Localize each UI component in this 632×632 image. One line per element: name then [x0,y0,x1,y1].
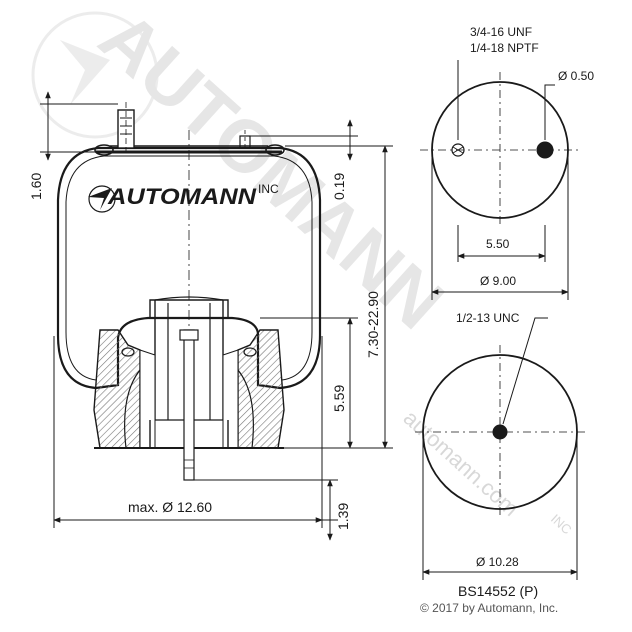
top-view [420,60,580,300]
dim-left-height: 1.60 [28,173,44,200]
top-diameter: Ø 9.00 [480,274,516,288]
piston-left-section [93,329,141,449]
side-view-labels: 1.60 0.19 7.30-22.90 5.59 1.39 max. Ø 12… [28,173,381,530]
center-bolt [183,329,195,481]
spacing: 5.50 [486,237,510,251]
bolt-hole [492,424,508,440]
part-number: BS14552 (P) [458,583,538,599]
air-spring-side-view [56,102,322,481]
watermark-suffix: INC [548,511,575,537]
dim-piston-height: 5.59 [331,385,347,412]
side-view-dimensions [40,91,393,541]
watermark-url: automann.com [399,405,524,521]
bottom-view [415,317,585,580]
watermark: AUTOMANN automann.com INC [31,0,575,537]
hole-diameter: Ø 0.50 [558,69,594,83]
dim-max-diameter: max. Ø 12.60 [128,499,212,515]
bellows-outline [56,146,322,390]
bottom-view-labels: 1/2-13 UNC Ø 10.28 [456,311,520,569]
copyright: © 2017 by Automann, Inc. [420,601,558,615]
dim-height-range: 7.30-22.90 [365,291,381,358]
logo-text: AUTOMANN [107,184,257,209]
automann-logo: AUTOMANN INC [88,182,279,213]
watermark-text: AUTOMANN [84,0,459,345]
thread-label-1: 3/4-16 UNF [470,25,532,39]
bottom-diameter: Ø 10.28 [476,555,519,569]
logo-suffix: INC [258,182,279,196]
dim-bottom: 1.39 [335,503,351,530]
top-view-labels: 3/4-16 UNF 1/4-18 NPTF Ø 0.50 5.50 Ø 9.0… [470,25,594,288]
piston-right-section [237,329,285,449]
bottom-thread-label: 1/2-13 UNC [456,311,520,325]
air-fitting-hole [536,141,554,159]
dim-top-offset: 0.19 [331,173,347,200]
thread-label-2: 1/4-18 NPTF [470,41,539,55]
stud-hole [451,143,465,157]
